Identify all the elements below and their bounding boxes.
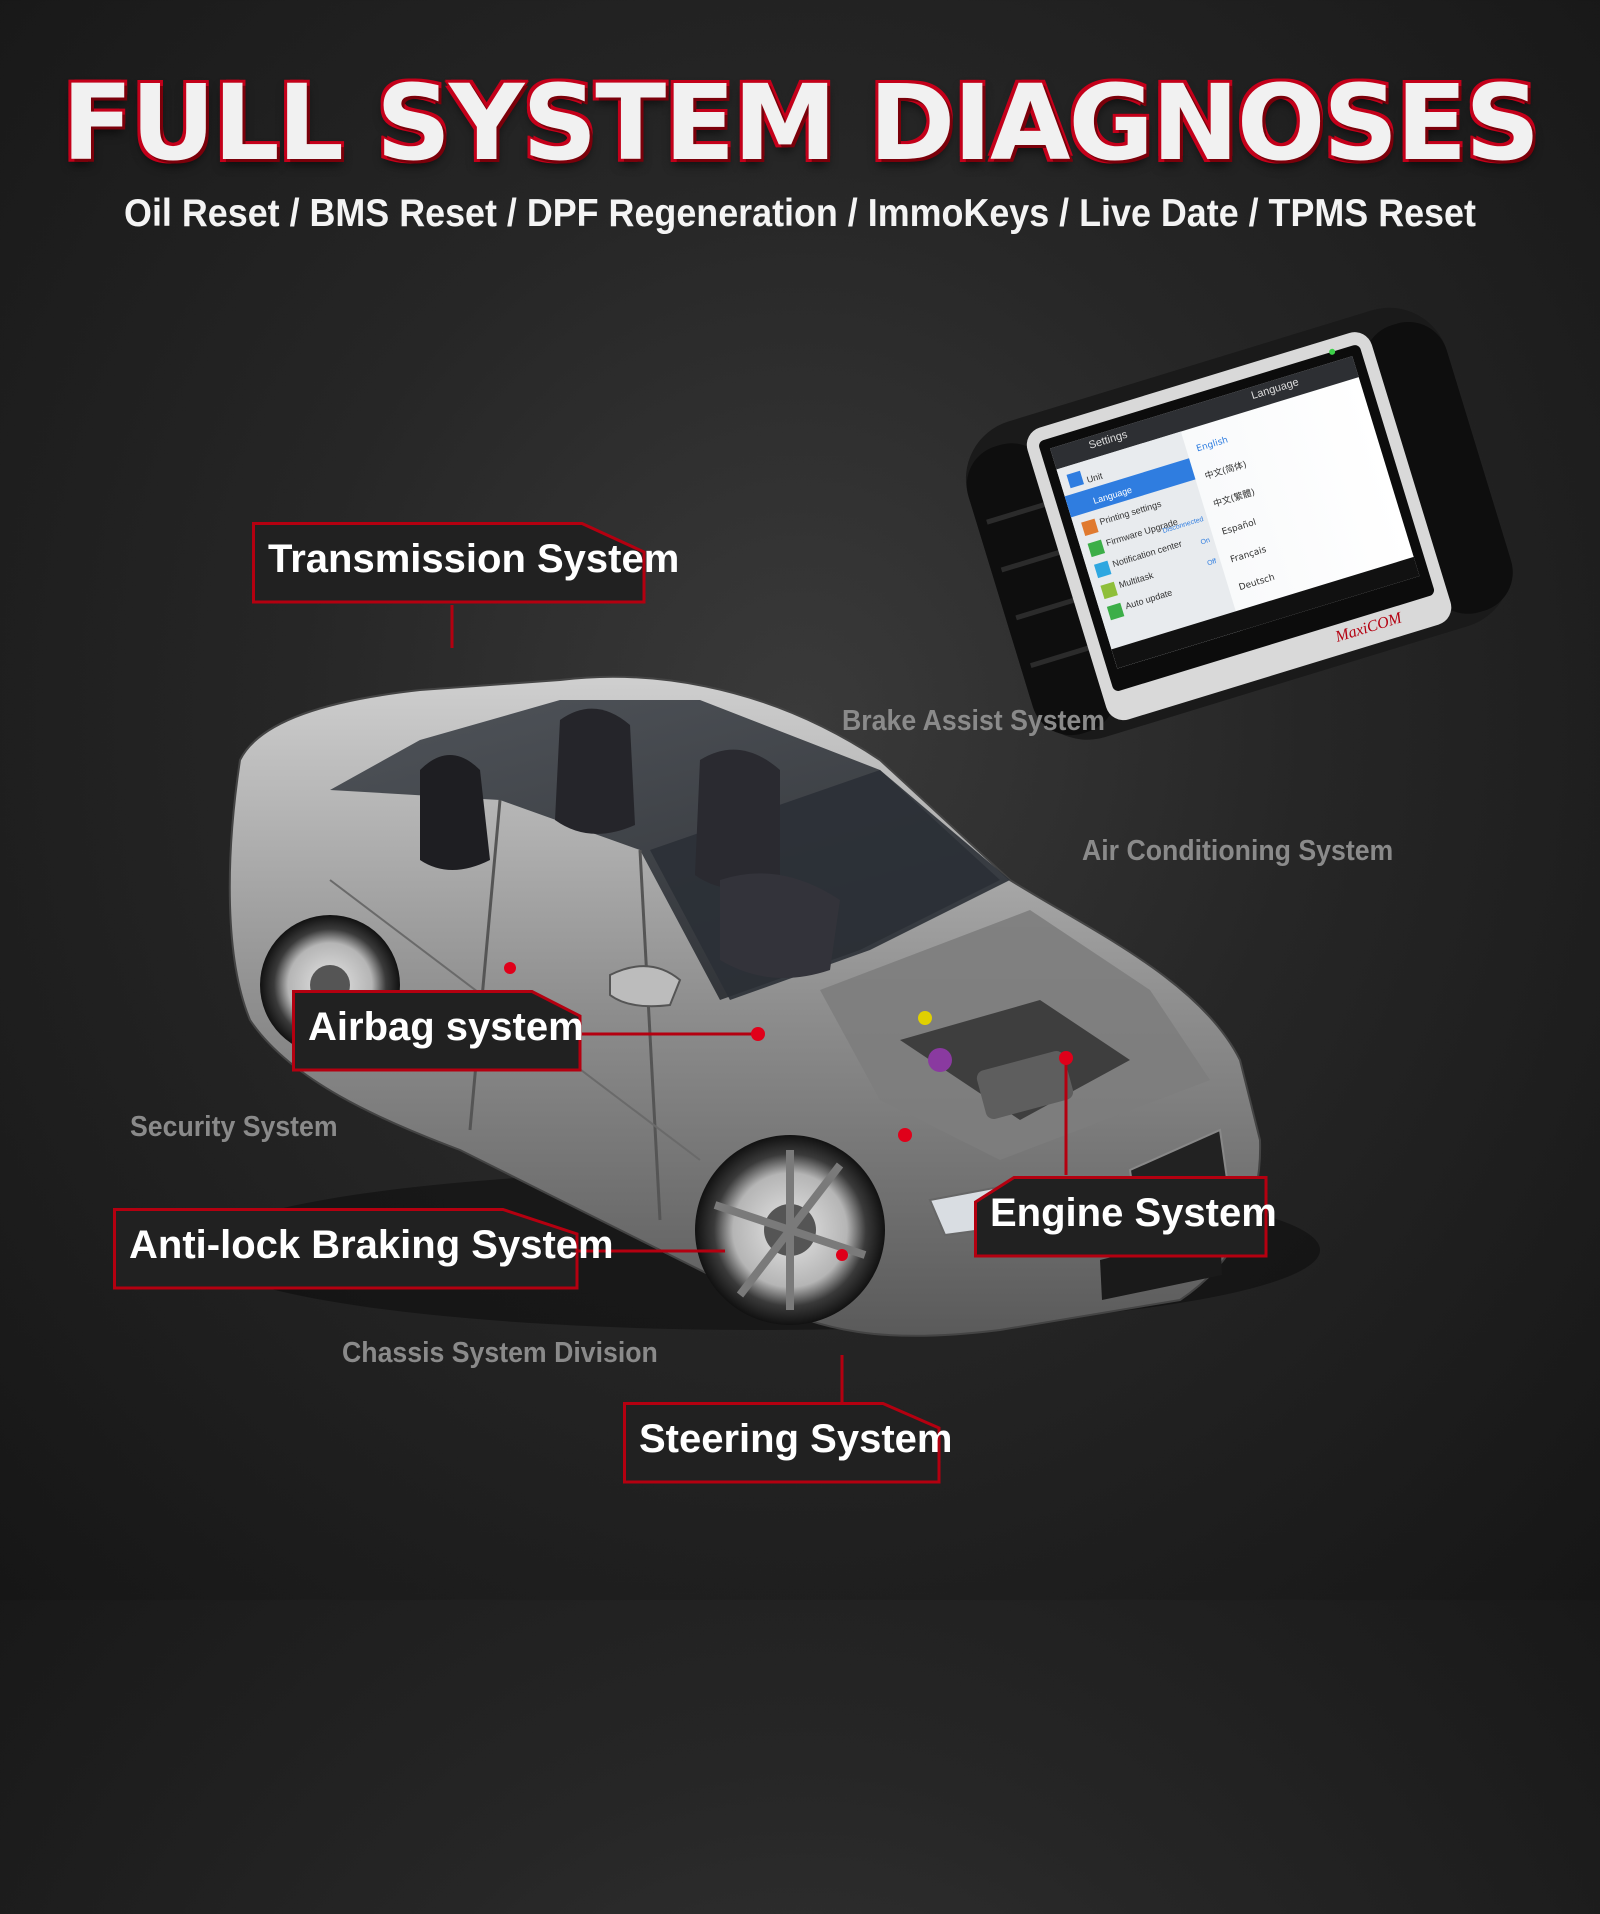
callout-frame [974, 1176, 1268, 1258]
label-security-system: Security System [130, 1111, 338, 1143]
callout-label: Transmission System [268, 537, 680, 581]
callout-airbag-system: Airbag system [292, 990, 584, 1072]
hotspot-markers [504, 962, 1073, 1261]
callout-anti-lock-braking-system: Anti-lock Braking System [113, 1208, 614, 1290]
diagnostic-tablet [965, 307, 1513, 740]
callout-frame [113, 1208, 579, 1290]
label-brake-assist-system: Brake Assist System [842, 705, 1106, 737]
page-title: FULL SYSTEM DIAGNOSES [60, 60, 1542, 186]
callout-label: Steering System [639, 1417, 953, 1461]
callout-label: Airbag system [308, 1005, 584, 1049]
label-air-conditioning-system: Air Conditioning System [1082, 835, 1394, 867]
connector-lines [450, 605, 1068, 1402]
diagnostic-scene [200, 307, 1513, 1402]
label-chassis-system-division: Chassis System Division [342, 1337, 658, 1369]
callout-frame [623, 1402, 941, 1484]
callout-frame [292, 990, 582, 1072]
car-illustration [200, 675, 1320, 1337]
callout-frame [252, 522, 646, 604]
callout-label: Engine System [990, 1191, 1277, 1235]
callout-engine-system: Engine System [974, 1176, 1277, 1258]
callout-label: Anti-lock Braking System [129, 1223, 614, 1267]
feature-list-subtitle: Oil Reset / BMS Reset / DPF Regeneration… [124, 192, 1476, 235]
callout-transmission-system: Transmission System [252, 522, 679, 604]
callout-steering-system: Steering System [623, 1402, 952, 1484]
